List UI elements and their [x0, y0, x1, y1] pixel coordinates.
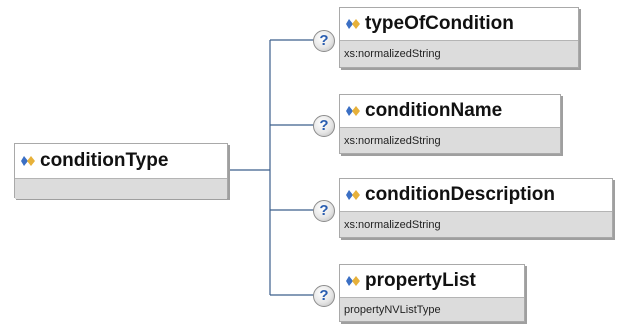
child-node-header: conditionDescription	[340, 179, 612, 211]
root-node-type-bar	[15, 178, 227, 199]
child-node-type: propertyNVListType	[340, 297, 524, 321]
child-node-title: conditionDescription	[365, 184, 555, 205]
child-node-title: typeOfCondition	[365, 13, 514, 34]
child-node-title: propertyList	[365, 270, 476, 291]
element-diamond-icon	[346, 276, 360, 286]
root-node-title: conditionType	[40, 150, 169, 171]
child-node-propertylist[interactable]: propertyList propertyNVListType	[339, 264, 525, 322]
child-node-title: conditionName	[365, 100, 503, 121]
child-node-conditionname[interactable]: conditionName xs:normalizedString	[339, 94, 561, 154]
element-diamond-icon	[346, 19, 360, 29]
question-mark-icon[interactable]: ?	[313, 200, 335, 222]
root-node-header: conditionType	[15, 144, 227, 178]
child-node-type: xs:normalizedString	[340, 127, 560, 153]
question-mark-icon[interactable]: ?	[313, 285, 335, 307]
child-node-conditiondescription[interactable]: conditionDescription xs:normalizedString	[339, 178, 613, 238]
element-diamond-icon	[346, 106, 360, 116]
element-diamond-icon	[21, 156, 35, 166]
element-diamond-icon	[346, 190, 360, 200]
child-node-type: xs:normalizedString	[340, 40, 578, 67]
question-mark-icon[interactable]: ?	[313, 115, 335, 137]
child-node-header: propertyList	[340, 265, 524, 297]
question-mark-icon[interactable]: ?	[313, 30, 335, 52]
child-node-type: xs:normalizedString	[340, 211, 612, 237]
child-node-header: typeOfCondition	[340, 8, 578, 40]
root-node[interactable]: conditionType	[14, 143, 228, 199]
child-node-typeofcondition[interactable]: typeOfCondition xs:normalizedString	[339, 7, 579, 68]
child-node-header: conditionName	[340, 95, 560, 127]
